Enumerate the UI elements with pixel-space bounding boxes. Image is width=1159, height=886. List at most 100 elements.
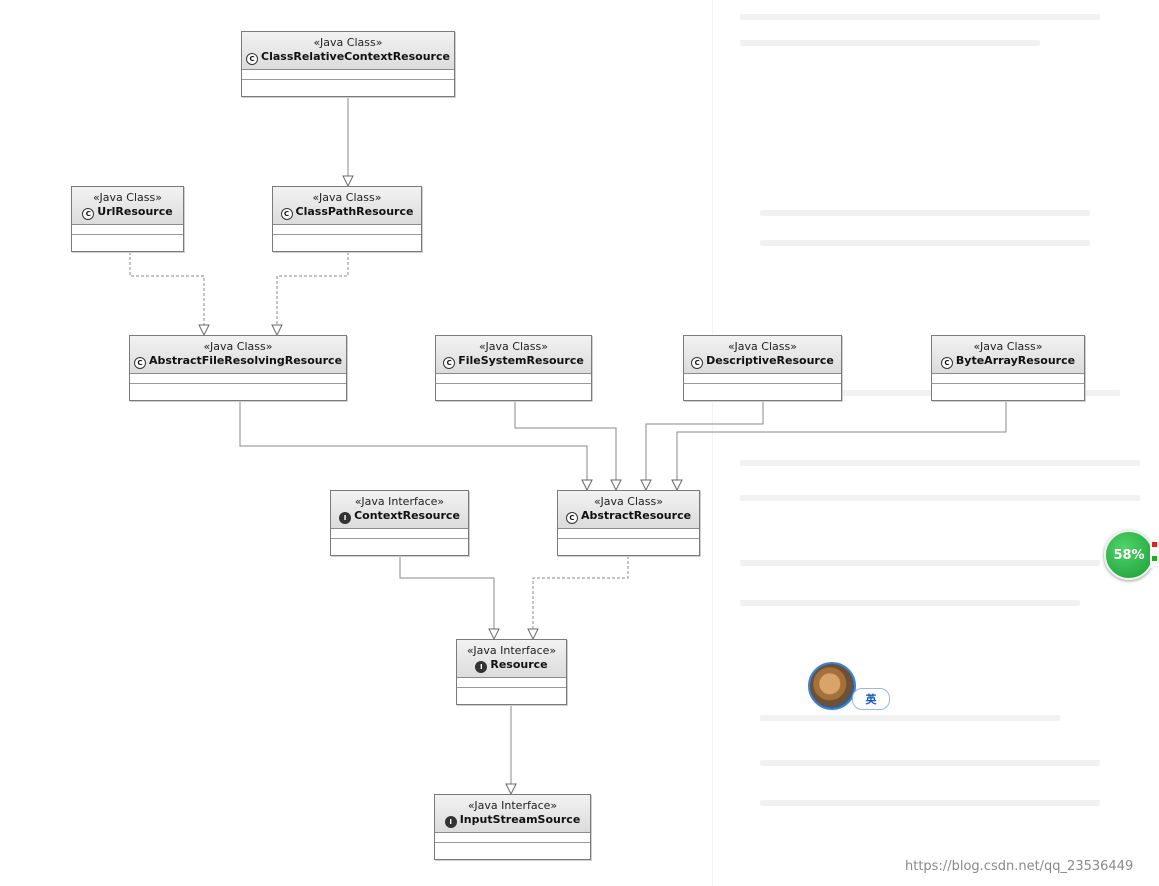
- background-text: [760, 800, 1100, 806]
- class-name-label: AbstractResource: [580, 509, 692, 522]
- attributes-compartment: [72, 225, 183, 235]
- edge-class-path-resource-to-abstract-file-resolving-resource: [276, 252, 349, 325]
- class-icon: C: [565, 512, 578, 524]
- operations-compartment: [331, 539, 468, 548]
- background-text: [760, 210, 1090, 216]
- network-speed-indicator: [1150, 540, 1159, 568]
- operations-compartment: [932, 384, 1084, 393]
- class-name-label: FileSystemResource: [458, 354, 584, 367]
- edge-url-resource-to-abstract-file-resolving-resource: [129, 252, 205, 325]
- stereotype-label: «Java Class»: [728, 340, 797, 353]
- arrowhead-resource: [527, 628, 539, 641]
- operations-compartment: [435, 843, 590, 852]
- arrowhead-class-path-resource: [342, 175, 354, 188]
- class-icon: C: [940, 357, 953, 369]
- background-text: [740, 14, 1100, 20]
- background-text: [740, 390, 1120, 396]
- stereotype-label: «Java Class»: [312, 191, 382, 204]
- attributes-compartment: [932, 374, 1084, 384]
- background-text: [740, 560, 1100, 566]
- operations-compartment: [684, 384, 841, 393]
- operations-compartment: [436, 384, 591, 393]
- arrowhead-abstract-resource: [640, 479, 652, 492]
- operations-compartment: [242, 80, 454, 89]
- stereotype-label: «Java Interface»: [467, 799, 558, 812]
- operations-compartment: [457, 688, 566, 697]
- cat-avatar-icon[interactable]: [808, 662, 856, 710]
- attributes-compartment: [331, 529, 468, 539]
- class-name-label: ClassPathResource: [295, 205, 414, 218]
- background-text: [740, 600, 1080, 606]
- arrowhead-resource: [488, 628, 500, 641]
- stereotype-label: «Java Interface»: [466, 644, 557, 657]
- class-icon: C: [443, 357, 456, 369]
- attributes-compartment: [242, 70, 454, 80]
- background-text: [740, 40, 1040, 46]
- attributes-compartment: [435, 833, 590, 843]
- attributes-compartment: [558, 529, 699, 539]
- stereotype-label: «Java Class»: [93, 191, 162, 204]
- progress-badge[interactable]: 58%: [1104, 530, 1154, 580]
- class-name-label: InputStreamSource: [459, 813, 581, 826]
- stereotype-label: «Java Class»: [479, 340, 548, 353]
- arrowhead-abstract-file-resolving-resource: [198, 324, 210, 337]
- class-name-label: Resource: [490, 658, 548, 671]
- class-name-label: ClassRelativeContextResource: [261, 50, 450, 63]
- stereotype-label: «Java Class»: [313, 36, 383, 49]
- arrowhead-abstract-resource: [671, 479, 683, 492]
- attributes-compartment: [130, 374, 346, 384]
- background-text: [760, 760, 1100, 766]
- operations-compartment: [72, 235, 183, 244]
- class-name-label: AbstractFileResolvingResource: [148, 354, 343, 367]
- background-text: [760, 240, 1090, 246]
- class-icon: C: [82, 208, 95, 220]
- ime-widget[interactable]: 英: [808, 662, 890, 712]
- class-icon: C: [691, 357, 704, 369]
- edge-descriptive-resource-to-abstract-resource: [645, 401, 764, 480]
- stereotype-label: «Java Interface»: [354, 495, 445, 508]
- edge-context-resource-to-resource: [399, 556, 495, 629]
- class-icon: C: [280, 208, 293, 220]
- stereotype-label: «Java Class»: [594, 495, 663, 508]
- upload-arrow-icon: [1152, 542, 1157, 547]
- ime-language-label[interactable]: 英: [852, 688, 890, 710]
- stereotype-label: «Java Class»: [973, 340, 1043, 353]
- interface-icon: I: [444, 816, 457, 828]
- arrowhead-abstract-file-resolving-resource: [271, 324, 283, 337]
- class-name-label: ContextResource: [354, 509, 460, 522]
- arrowhead-input-stream-source: [505, 783, 517, 796]
- operations-compartment: [273, 235, 421, 244]
- download-arrow-icon: [1152, 556, 1157, 561]
- attributes-compartment: [457, 678, 566, 688]
- class-icon: C: [133, 357, 146, 369]
- interface-icon: I: [339, 512, 352, 524]
